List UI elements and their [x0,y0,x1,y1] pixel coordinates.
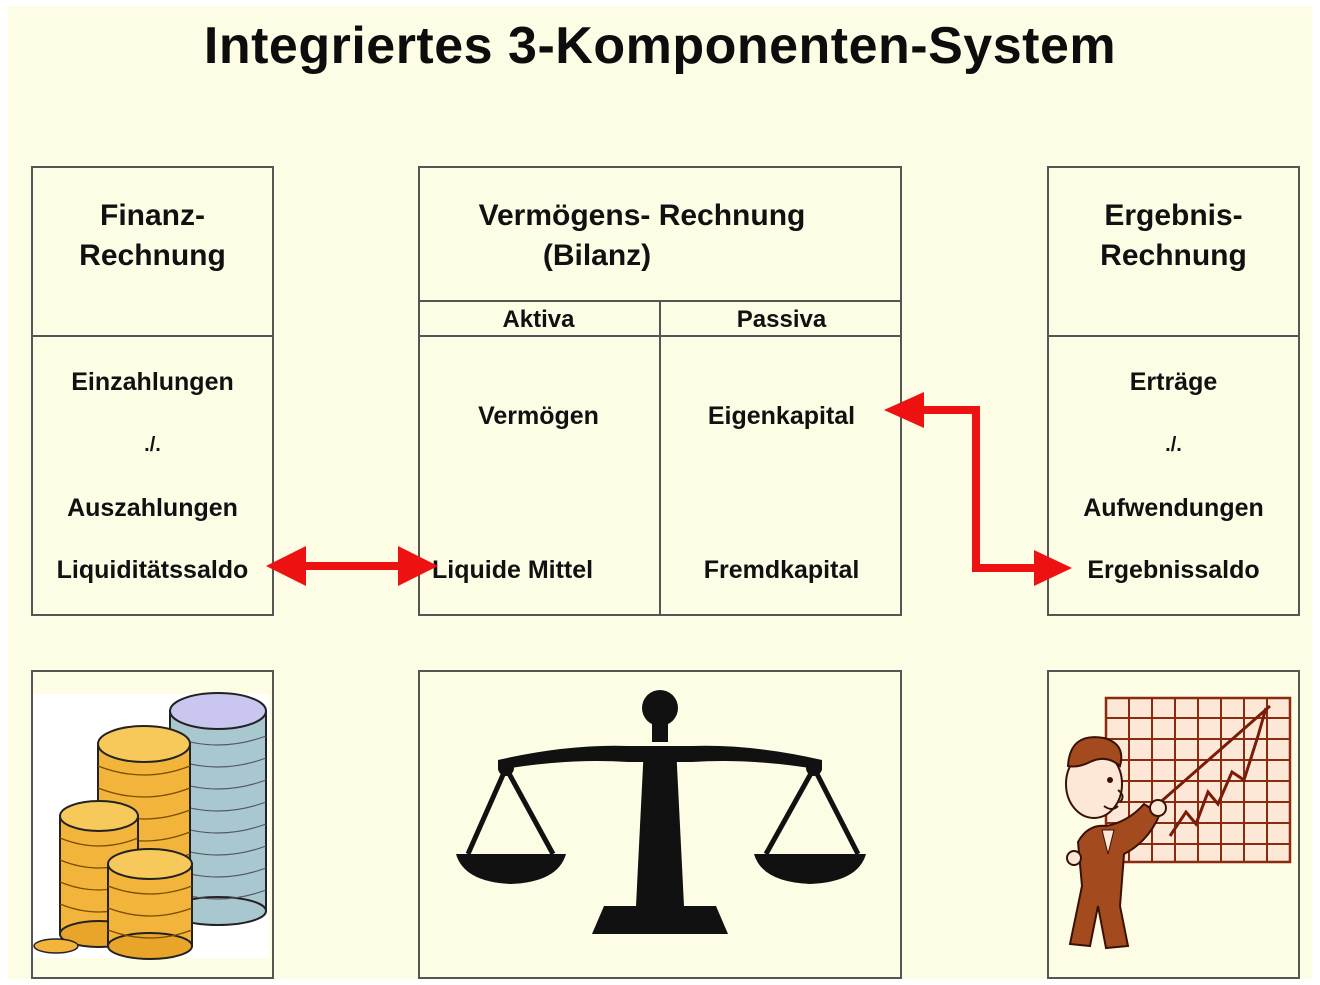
bilanz-vermoegen: Vermögen [478,402,599,430]
double-arrow-liquiditaet [266,546,438,586]
bilanz-header-line1: Vermögens- Rechnung [478,199,806,232]
finanz-header-line1: Finanz- [100,199,205,232]
ergebnis-image-box [1047,670,1300,979]
finanz-rechnung-box [31,166,274,616]
ergebnis-ertraege: Erträge [1129,368,1218,396]
coins-stack-icon [33,692,269,960]
ergebnis-header-line1: Ergebnis- [1104,199,1243,232]
finanz-header-line2: Rechnung [79,239,226,272]
ergebnis-rechnung-box [1047,166,1300,616]
ergebnis-aufwendungen: Aufwendungen [1083,494,1264,522]
bilanz-liquide-mittel: Liquide Mittel [432,556,594,584]
bilanz-eigenkapital: Eigenkapital [707,402,856,430]
finanz-auszahlungen: Auszahlungen [67,494,238,522]
ergebnis-ergebnissaldo: Ergebnissaldo [1087,556,1260,584]
man-pointing-chart-icon [1065,696,1292,950]
bilanz-fremdkapital: Fremdkapital [703,556,860,584]
bilanz-image-box [418,670,902,979]
bilanz-header-line2: (Bilanz) [542,239,652,272]
balance-scale-icon [456,690,866,934]
diagram-title: Integriertes 3-Komponenten-System [203,17,1117,75]
finanz-liquiditaetssaldo: Liquiditätssaldo [56,556,249,584]
bilanz-aktiva-label: Aktiva [502,306,575,333]
ergebnis-separator: ./. [1165,434,1182,456]
finanz-image-box [31,670,274,979]
bilanz-passiva-label: Passiva [736,306,827,333]
finanz-einzahlungen: Einzahlungen [71,368,234,396]
ergebnis-header-line2: Rechnung [1100,239,1247,272]
finanz-separator: ./. [144,434,161,456]
ergebnis-header-divider [1047,335,1300,337]
bilanz-column-divider [659,300,661,616]
elbow-arrow-ergebnis [884,392,1072,586]
diagram-page: Integriertes 3-Komponenten-System Finanz… [8,6,1312,979]
diagram-graphics [33,392,1292,960]
finanz-header-divider [31,335,274,337]
